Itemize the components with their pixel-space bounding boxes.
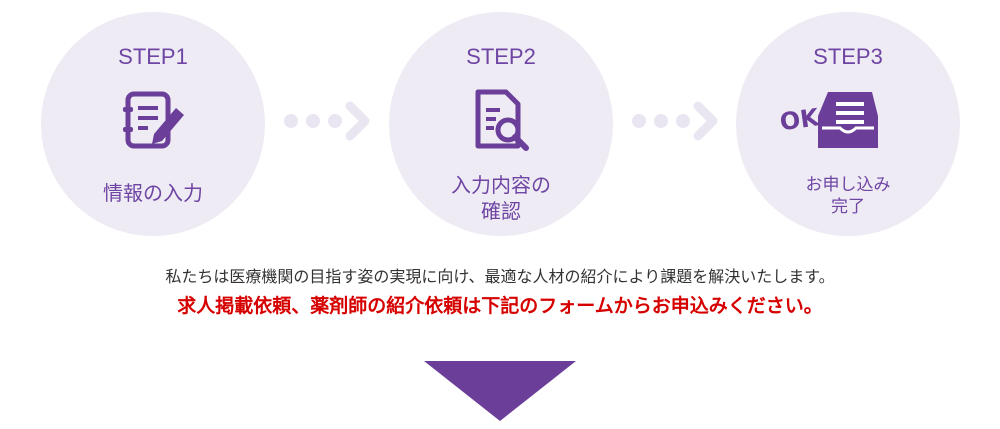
step-label-line: 入力内容の	[451, 173, 551, 197]
down-arrow-icon	[424, 361, 576, 421]
step-label: 情報の入力	[103, 181, 203, 205]
next-arrow-icon	[632, 101, 718, 141]
step-label-line: お申し込み	[805, 175, 891, 195]
intro-message: 私たちは医療機関の目指す姿の実現に向け、最適な人材の紹介により課題を解決いたしま…	[165, 267, 835, 286]
form-edit-icon	[123, 91, 184, 149]
step-label: 入力内容の 確認	[389, 172, 613, 224]
step-1: STEP1 情報の入力	[41, 12, 265, 236]
step-label-line: 確認	[481, 199, 521, 223]
document-search-icon	[475, 89, 529, 151]
ok-inbox-icon: OK	[778, 92, 878, 148]
step-2: STEP2 入力内容の 確認	[389, 12, 613, 236]
step-label-line: 完了	[831, 197, 865, 217]
form-instruction: 求人掲載依頼、薬剤師の紹介依頼は下記のフォームからお申込みください。	[177, 295, 823, 317]
step-number: STEP3	[813, 44, 883, 69]
step-number: STEP2	[466, 44, 536, 69]
step-number: STEP1	[118, 44, 188, 69]
next-arrow-icon	[284, 101, 370, 141]
step-3: STEP3 OK お申し込み 完了	[736, 12, 960, 236]
svg-text:OK: OK	[778, 103, 822, 136]
step-label: お申し込み 完了	[736, 174, 960, 218]
